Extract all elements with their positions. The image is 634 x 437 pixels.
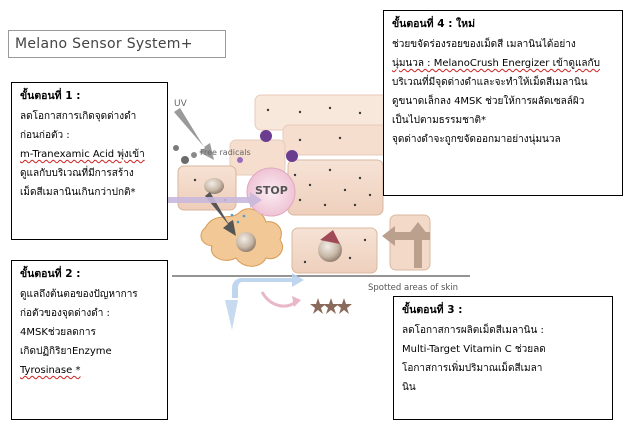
free-radicals-label: Free radicals: [200, 148, 251, 157]
uv-arrow: [174, 108, 214, 160]
step4-heading: ขั้นตอนที่ 4 : ใหม่: [392, 18, 476, 30]
step1-line: ดูแลกับบริเวณที่มีการสร้าง: [20, 167, 134, 179]
uv-label: UV: [174, 99, 187, 109]
step2-row: 4MSKช่วยลดการ: [20, 323, 159, 342]
step1-line: เม็ดสีเมลานินเกินกว่าปกติ*: [20, 186, 136, 198]
step3-line: Multi-Target Vitamin C ช่วยลด: [402, 343, 546, 355]
step4-line: จุดด่างดำจะถูกขจัดออกมาอย่างนุ่มนวล: [392, 133, 561, 145]
step4-box: ขั้นตอนที่ 4 : ใหม่ ช่วยขจัดร่องรอยของเม…: [383, 10, 623, 196]
stop-bubble: [246, 167, 296, 217]
step1-line: m-Tranexamic Acid พุ่งเข้า: [20, 148, 145, 160]
step2-row2-right: Enzyme: [71, 345, 112, 357]
step4-line: ดูขนาดเล็กลง 4MSK ช่วยให้การผลัดเซลล์ผิว: [392, 95, 585, 107]
blue-arrow: [232, 273, 304, 298]
step2-row2-left: เกิดปฏิกิริยา: [20, 345, 72, 357]
step3-box: ขั้นตอนที่ 3 : ลดโอกาสการผลิตเม็ดสีเมลาน…: [393, 296, 613, 420]
purple-arrow: [160, 192, 262, 208]
step2-row1-right: ช่วยลดการ: [47, 326, 96, 338]
step1-heading: ขั้นตอนที่ 1 :: [20, 90, 81, 102]
step2-box: ขั้นตอนที่ 2 : ดูแลถึงต้นตอของปัญหาการ ก…: [11, 260, 168, 420]
spot-stars: [310, 298, 352, 314]
step4-line: เป็นไปตามธรรมชาติ*: [392, 114, 487, 126]
step2-line: ดูแลถึงต้นตอของปัญหาการ: [20, 288, 138, 300]
step2-row: เกิดปฏิกิริยาEnzyme: [20, 342, 159, 361]
step2-row1-left: 4MSK: [20, 326, 48, 338]
step1-box: ขั้นตอนที่ 1 : ลดโอกาสการเกิดจุดด่างดำ ก…: [11, 82, 168, 240]
brown-arrow-left: [382, 226, 430, 246]
step2-last: Tyrosinase *: [20, 364, 81, 376]
step3-line: นิน: [402, 381, 416, 393]
step2-heading: ขั้นตอนที่ 2 :: [20, 268, 81, 280]
diagram-title: Melano Sensor System+: [8, 30, 226, 58]
step4-line: ช่วยขจัดร่องรอยของเม็ดสี เมลานินได้อย่าง: [392, 38, 576, 50]
stop-label: STOP: [255, 184, 288, 197]
step2-line: ก่อตัวของจุดด่างดำ :: [20, 307, 110, 319]
radical-star-1: [260, 130, 272, 142]
melanin-granule: [204, 178, 224, 194]
step4-line: บริเวณที่มีจุดด่างดำและจะทำให้เม็ดสีเมลา…: [392, 76, 588, 88]
step1-line: ลดโอกาสการเกิดจุดด่างดำ: [20, 110, 137, 122]
spotted-areas-label: Spotted areas of skin: [368, 283, 459, 293]
step4-line: นุ่มนวล : MelanoCrush Energizer เข้าดูแล…: [392, 57, 600, 69]
step3-line: โอกาสการเพิ่มปริมาณเม็ดสีเมลา: [402, 362, 543, 374]
step3-heading: ขั้นตอนที่ 3 :: [402, 304, 463, 316]
step3-line: ลดโอกาสการผลิตเม็ดสีเมลานิน :: [402, 324, 544, 336]
step1-line: ก่อนก่อตัว :: [20, 129, 70, 141]
radical-star-2: [286, 150, 298, 162]
